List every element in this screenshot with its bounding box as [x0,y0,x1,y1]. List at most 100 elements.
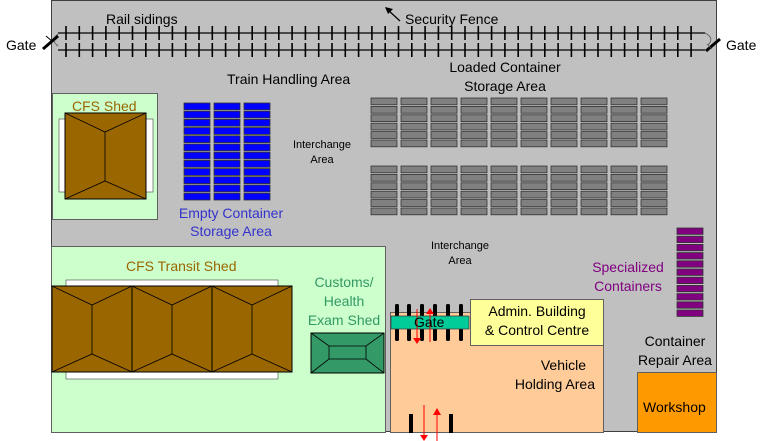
loaded-container [400,131,428,139]
entry-post [409,414,413,433]
loaded-container [370,190,398,199]
empty-container [243,135,271,144]
interchange-area-2-label: Interchange Area [420,240,500,268]
loaded-container [490,131,518,139]
loaded-container [430,207,458,216]
loaded-container [400,114,428,123]
loaded-container [370,122,398,131]
loaded-container [640,139,668,148]
empty-storage-line2: Storage Area [190,222,272,239]
gate-traffic-arrows [413,308,434,344]
entry-traffic-arrows [420,405,441,441]
vehicle-holding-label: Vehicle Holding Area [500,357,600,393]
loaded-container [640,173,668,182]
loaded-container [580,165,608,174]
empty-container [213,119,241,127]
loaded-container [520,139,548,148]
entry-post [449,414,453,433]
loaded-container [610,97,638,106]
container-repair-label: Container Repair Area [632,333,718,369]
security-fence-arrow [385,7,401,22]
specialized-container [676,268,704,276]
rail-gate-left[interactable] [42,33,59,51]
loaded-container [400,106,428,114]
loaded-container [520,190,548,199]
loaded-container [400,182,428,191]
loaded-container [550,199,578,207]
admin-line2: & Control Centre [484,321,590,338]
loaded-storage-label: Loaded Container Storage Area [440,59,570,95]
specialized-container [676,235,704,243]
admin-line1: Admin. Building [488,303,586,319]
loaded-container [430,139,458,148]
cfs-shed-label: CFS Shed [72,98,137,114]
loaded-container [490,106,518,114]
empty-container [243,143,271,152]
loaded-container [430,114,458,123]
loaded-container [370,131,398,139]
empty-container [183,151,211,160]
loaded-container [550,122,578,131]
admin-building[interactable] [470,299,604,346]
loaded-container [640,199,668,207]
specialized-container-block [676,227,704,317]
empty-container [183,192,211,201]
specialized-container [676,284,704,293]
empty-container [243,176,271,185]
loaded-container [610,207,638,216]
loaded-container [610,199,638,207]
loaded-container [580,97,608,106]
specialized-line2: Containers [594,277,662,294]
empty-container [243,168,271,176]
loaded-container [610,190,638,199]
loaded-container [550,106,578,114]
loaded-container [580,173,608,182]
loaded-container [460,165,488,174]
loaded-container [490,97,518,106]
specialized-container [676,243,704,252]
empty-container [183,110,211,119]
loaded-container [370,97,398,106]
empty-container [213,102,241,111]
loaded-container [550,190,578,199]
specialized-container [676,309,704,317]
loaded-container [490,207,518,216]
cfs-transit-shed-label: CFS Transit Shed [126,258,237,274]
loaded-container [520,165,548,174]
empty-container [183,119,211,127]
specialized-container [676,252,704,260]
loaded-container [610,139,638,148]
workshop[interactable] [637,372,717,433]
loaded-container [580,182,608,191]
loaded-container [430,122,458,131]
loaded-container [370,139,398,148]
loaded-container [430,199,458,207]
loaded-container [550,114,578,123]
empty-container [243,110,271,119]
loaded-container [580,122,608,131]
security-fence-label: Security Fence [405,11,499,27]
repair-line1: Container [644,333,706,349]
rail-gate-right[interactable] [704,32,721,53]
loaded-container [460,190,488,199]
loaded-container [610,131,638,139]
interchange-1-line2: Area [310,154,334,167]
empty-storage-label: Empty Container Storage Area [166,205,296,240]
loaded-container [610,122,638,131]
vehicle-line1: Vehicle [540,357,586,373]
interchange-2-line2: Area [448,255,472,268]
loaded-container [400,122,428,131]
loaded-container [370,173,398,182]
loaded-container [400,190,428,199]
loaded-container [550,139,578,148]
loaded-container [640,131,668,139]
loaded-container [520,106,548,114]
loaded-container [370,165,398,174]
customs-label: Customs/ Health Exam Shed [300,274,388,328]
empty-container [183,143,211,152]
loaded-container [580,190,608,199]
loaded-storage-line2: Storage Area [464,77,546,94]
loaded-container [460,97,488,106]
empty-container [213,192,241,201]
